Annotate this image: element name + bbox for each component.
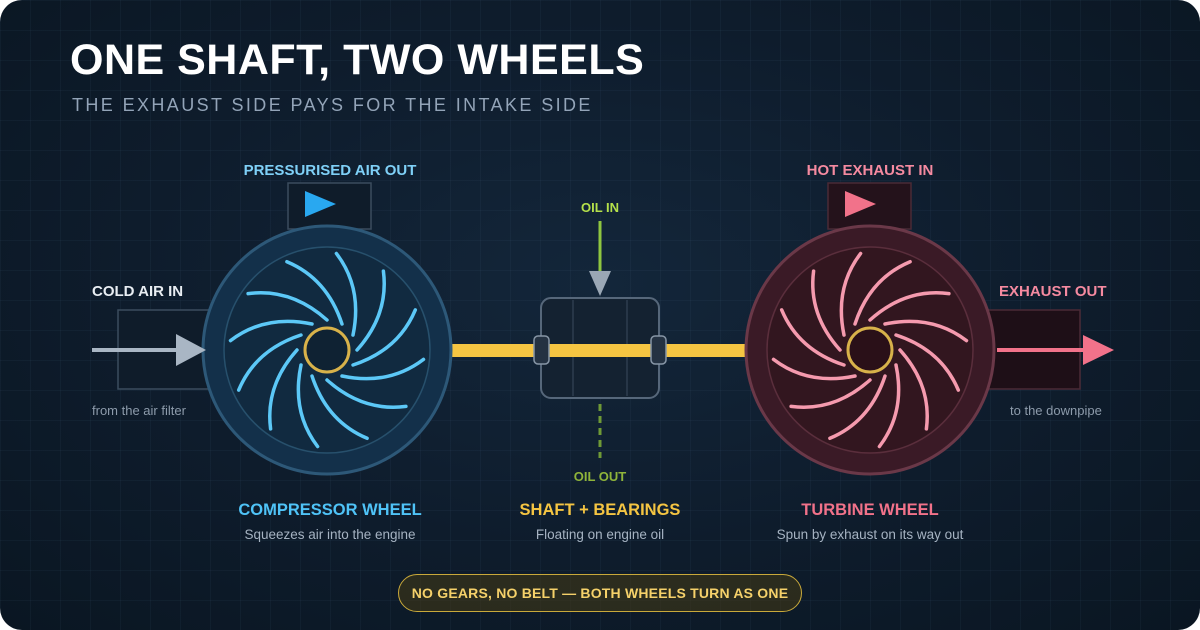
oil-in-label: OIL IN [580, 200, 620, 215]
compressor-blade [351, 308, 418, 367]
turbine-blade [828, 374, 887, 441]
page-subtitle: THE EXHAUST SIDE PAYS FOR THE INTAKE SID… [72, 95, 593, 115]
turbine-outlet-label: EXHAUST OUT [999, 283, 1107, 300]
compressor-blade [310, 374, 369, 441]
shaft-description: Floating on engine oil [535, 527, 665, 542]
compressor-inlet-label: COLD AIR IN [92, 283, 184, 300]
turbine-blade [898, 348, 929, 431]
compressor-outlet-label: PRESSURISED AIR OUT [243, 162, 417, 179]
compressor-description: Squeezes air into the engine [244, 527, 416, 542]
turbine-outlet-note: to the downpipe [1010, 403, 1102, 418]
turbine-blade [811, 269, 842, 352]
turbine-blade [853, 259, 912, 326]
compressor-blade [334, 251, 358, 337]
bearing-housing [533, 297, 667, 399]
turbine-blade [868, 291, 951, 322]
exhaust-out-arrow-head [1083, 335, 1114, 365]
turbine-inlet-label: HOT EXHAUST IN [806, 162, 934, 179]
compressor-blade [285, 259, 344, 326]
compressor-blade [236, 333, 303, 392]
turbine-blade [894, 333, 961, 392]
oil-in-arrow-head [589, 271, 611, 296]
turbine-inlet-arrow [845, 191, 876, 217]
turbine-blade [779, 308, 846, 367]
compressor-blade [228, 319, 314, 343]
turbine-blade [877, 363, 901, 449]
turbine-description: Spun by exhaust on its way out [776, 527, 964, 542]
compressor-blade [325, 378, 408, 409]
turbine-wheel [744, 224, 996, 476]
compressor-label: COMPRESSOR WHEEL [238, 501, 422, 519]
shaft-label: SHAFT + BEARINGS [519, 501, 681, 519]
compressor-outlet-arrow [305, 191, 336, 217]
compressor-blade [296, 363, 320, 449]
footer-pill: NO GEARS, NO BELT — BOTH WHEELS TURN AS … [398, 574, 802, 612]
compressor-wheel [201, 224, 453, 476]
compressor-blade [355, 269, 386, 352]
compressor-blade [340, 357, 426, 381]
turbine-blade [789, 378, 872, 409]
cold-air-arrow-head [176, 334, 206, 366]
compressor-blade [268, 348, 299, 431]
turbine-label: TURBINE WHEEL [801, 501, 939, 519]
turbine-blade [771, 357, 857, 381]
compressor-blade [246, 291, 329, 322]
page-title: ONE SHAFT, TWO WHEELS [70, 36, 645, 84]
compressor-inlet-note: from the air filter [92, 403, 186, 418]
turbine-blade [883, 319, 969, 343]
turbine-blade [839, 251, 863, 337]
oil-out-label: OIL OUT [573, 469, 627, 484]
